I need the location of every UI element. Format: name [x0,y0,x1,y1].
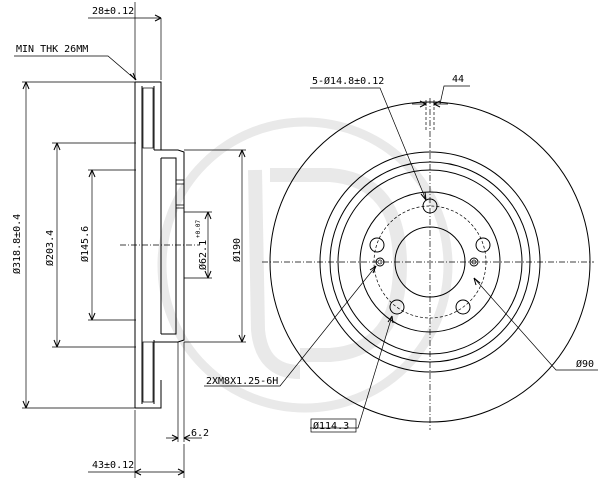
min-thickness-label: MIN THK 26MM [16,44,88,55]
dim-overall-height: 43±0.12 [92,460,134,471]
bolt-hole [369,237,385,253]
disc-outer-edge [269,101,591,423]
bolt-hole [422,198,438,214]
dim-hat-diameter: Ø190 [231,238,243,262]
dim-center-bore-tolerance: +0.07 [195,220,202,238]
dim-top-width: 28±0.12 [92,6,134,17]
dim-hat-offset: 6.2 [191,428,209,439]
dim-ring-diameter: Ø203.4 [44,230,56,266]
front-view: 44 5-Ø14.8±0.12 2XM8X1.25-6H Ø114.3 Ø90 [204,74,598,433]
dim-hub-diameter: Ø145.6 [79,226,91,262]
dim-outer-diameter: Ø318.8±0.4 [11,214,23,274]
bolt-hole [389,299,405,315]
bolt-hole [455,299,471,315]
bolt-hole [475,237,491,253]
dim-top-44: 44 [452,74,464,85]
dim-center-bore: Ø62.1 [197,240,209,270]
side-view: 28±0.12 MIN THK 26MM Ø318.8±0.4 Ø203.4 Ø… [11,2,246,478]
bolt-holes [369,198,491,315]
hub-circle-label: Ø90 [576,358,594,370]
threaded-holes [375,257,479,267]
bolt-holes-label: 5-Ø14.8±0.12 [312,75,384,87]
pcd-label: Ø114.3 [313,420,349,432]
threaded-holes-label: 2XM8X1.25-6H [206,376,278,387]
